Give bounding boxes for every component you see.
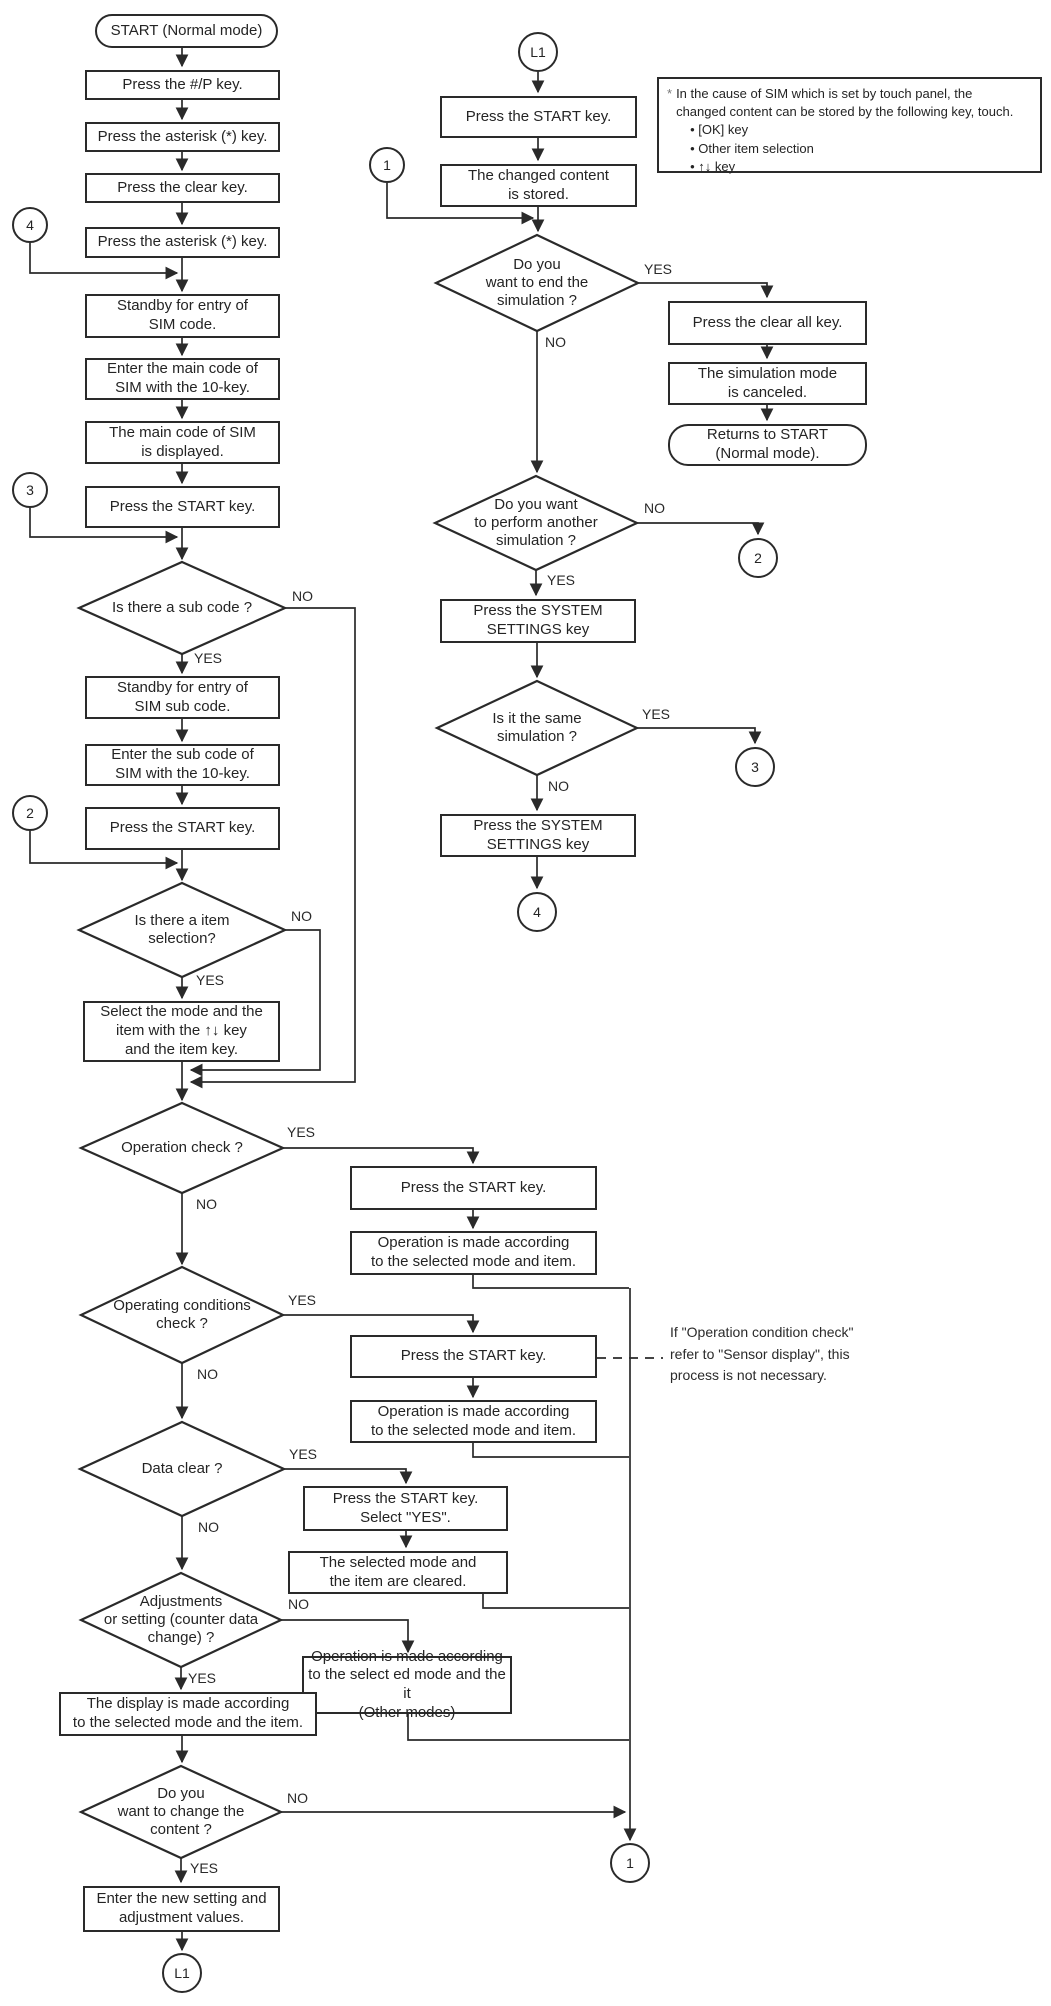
yes-label-adjustments: YES [188,1670,217,1686]
process-enter-sub-code: Enter the sub code of SIM with the 10-ke… [85,744,280,786]
no-label-adjustments: NO [288,1596,309,1612]
connector-circle-l1-top: L1 [518,32,558,72]
terminal-start-normal-mode: START (Normal mode) [95,14,278,48]
process-press-start-key-r1: Press the START key. [440,96,637,138]
asterisk-marker: * [667,86,673,101]
process-operation-made-1: Operation is made according to the selec… [350,1231,597,1275]
decision-operation-check-shape [78,1101,286,1195]
note-bullet-other-item: Other item selection [690,140,1013,158]
yes-label-end-simulation: YES [644,261,673,277]
terminal-returns-to-start: Returns to START (Normal mode). [668,424,867,466]
decision-data-clear-shape [77,1420,287,1518]
no-label-sub-code: NO [292,588,313,604]
no-label-end-simulation: NO [545,334,566,350]
note-touch-panel-bullets: [OK] key Other item selection ↑↓ key [676,121,1013,176]
decision-change-content-shape [78,1764,284,1860]
note-sensor-display: If "Operation condition check" refer to … [670,1324,854,1384]
connector-circle-2-left: 2 [12,795,48,831]
flow-connectors [29,48,774,1952]
connector-circle-4-left: 4 [12,207,48,243]
process-changed-content-stored: The changed content is stored. [440,164,637,207]
process-operation-made-2: Operation is made according to the selec… [350,1400,597,1443]
no-label-same-simulation: NO [548,778,569,794]
no-label-item-selection: NO [291,908,312,924]
process-press-start-key-3: Press the START key. [350,1166,597,1210]
process-simulation-canceled: The simulation mode is canceled. [668,362,867,405]
yes-label-data-clear: YES [289,1446,318,1462]
process-press-start-key-1: Press the START key. [85,486,280,528]
connector-circle-3-left: 3 [12,472,48,508]
decision-sub-code-shape [76,560,288,656]
no-label-data-clear: NO [198,1519,219,1535]
no-label-operating-conditions: NO [197,1366,218,1382]
process-press-start-key-4: Press the START key. [350,1335,597,1378]
process-press-clear-key: Press the clear key. [85,173,280,203]
connector-circle-l1-bottom: L1 [162,1953,202,1993]
connector-circle-4-bottom: 4 [517,892,557,932]
process-press-start-select-yes: Press the START key. Select "YES". [303,1486,508,1531]
process-display-made: The display is made according to the sel… [59,1692,317,1736]
process-enter-new-values: Enter the new setting and adjustment val… [83,1886,280,1932]
process-press-system-settings-2: Press the SYSTEM SETTINGS key [440,814,636,857]
no-label-change-content: NO [287,1790,308,1806]
note-touch-panel-text: In the cause of SIM which is set by touc… [676,86,1014,120]
connector-circle-1-top: 1 [369,147,405,183]
process-standby-sim-sub-code: Standby for entry of SIM sub code. [85,676,280,719]
no-label-another-simulation: NO [644,500,665,516]
process-main-code-displayed: The main code of SIM is displayed. [85,421,280,464]
decision-adjustments-shape [78,1571,284,1669]
connector-circle-1-bottom: 1 [610,1843,650,1883]
decision-end-simulation-shape [433,233,641,333]
process-press-system-settings-1: Press the SYSTEM SETTINGS key [440,599,636,643]
connector-circle-3-right: 3 [735,747,775,787]
yes-label-same-simulation: YES [642,706,671,722]
yes-label-operation-check: YES [287,1124,316,1140]
process-enter-main-code: Enter the main code of SIM with the 10-k… [85,358,280,400]
process-mode-item-cleared: The selected mode and the item are clear… [288,1551,508,1594]
process-press-clear-all-key: Press the clear all key. [668,301,867,345]
process-select-mode-item: Select the mode and the item with the ↑↓… [83,1001,280,1062]
yes-label-another-simulation: YES [547,572,576,588]
decision-shapes [76,233,641,1860]
yes-label-item-selection: YES [196,972,225,988]
decision-same-simulation-shape [434,679,640,777]
process-standby-sim-code: Standby for entry of SIM code. [85,294,280,338]
yes-label-sub-code: YES [194,650,223,666]
process-press-start-key-2: Press the START key. [85,807,280,850]
no-label-operation-check: NO [196,1196,217,1212]
decision-item-selection-shape [76,881,288,979]
process-press-hp-key: Press the #/P key. [85,70,280,100]
process-operation-made-other-modes: Operation is made according to the selec… [302,1648,512,1721]
process-press-asterisk-key-1: Press the asterisk (*) key. [85,122,280,152]
decision-another-simulation-shape [432,474,640,572]
note-touch-panel: * In the cause of SIM which is set by to… [657,77,1042,176]
decision-operating-conditions-shape [78,1265,286,1365]
note-bullet-arrow-key: ↑↓ key [690,158,1013,176]
note-bullet-ok-key: [OK] key [690,121,1013,139]
process-press-asterisk-key-2: Press the asterisk (*) key. [85,227,280,258]
yes-label-operating-conditions: YES [288,1292,317,1308]
connector-circle-2-right: 2 [738,538,778,578]
yes-label-change-content: YES [190,1860,219,1876]
